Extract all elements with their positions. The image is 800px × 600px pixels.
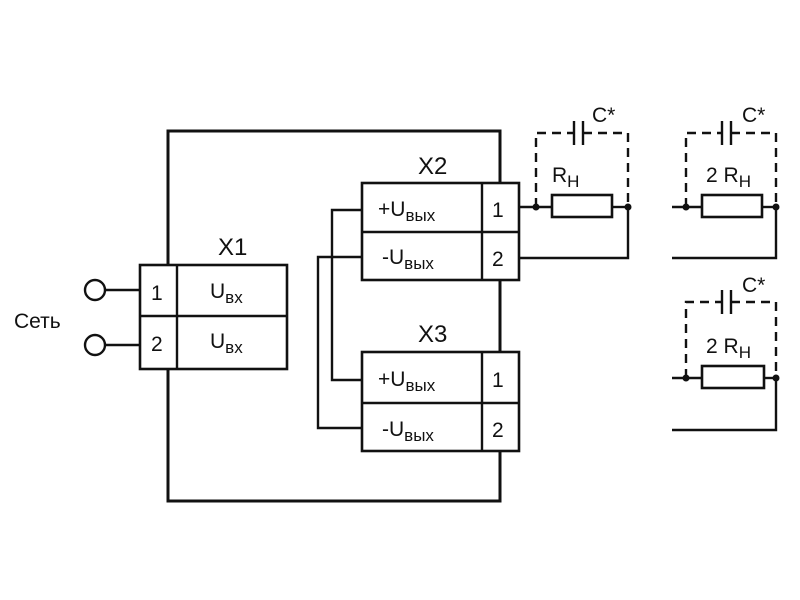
x1-title: X1 bbox=[218, 234, 247, 261]
mains-terminal-1 bbox=[83, 278, 107, 302]
load-2: C* 2 RН bbox=[672, 104, 780, 260]
capacitor-label: C* bbox=[742, 104, 765, 127]
x2-pin-2-number: 2 bbox=[492, 248, 504, 271]
x3-title: X3 bbox=[418, 321, 447, 348]
x2-title: X2 bbox=[418, 153, 447, 180]
x1-pin-2-number: 2 bbox=[151, 333, 163, 356]
x1-pin-1-label: Uвх bbox=[210, 280, 243, 307]
x1-pin-2-label: Uвх bbox=[210, 330, 243, 357]
x3-pin-1-number: 1 bbox=[492, 369, 504, 392]
capacitor-label: C* bbox=[742, 274, 765, 297]
connector-x2: X2 +Uвых -Uвых 1 2 bbox=[360, 153, 521, 282]
x3-pin-2-label: -Uвых bbox=[382, 418, 434, 445]
capacitor-label: C* bbox=[592, 104, 615, 127]
connector-x1: X1 1 2 Uвх Uвх bbox=[138, 234, 289, 371]
load-3: C* 2 RН bbox=[672, 274, 780, 432]
load-resistor bbox=[550, 193, 614, 219]
x3-pin-1-label: +Uвых bbox=[378, 368, 436, 395]
load-resistor bbox=[700, 193, 764, 219]
resistor-label: 2 RН bbox=[706, 335, 751, 362]
resistor-label: RН bbox=[552, 164, 579, 191]
mains-terminal-2 bbox=[83, 333, 107, 357]
x3-pin-2-number: 2 bbox=[492, 419, 504, 442]
mains-input: Сеть bbox=[14, 278, 140, 357]
connector-x3: X3 +Uвых -Uвых 1 2 bbox=[360, 321, 521, 453]
load-resistor bbox=[700, 364, 766, 390]
x3-block bbox=[360, 350, 521, 453]
x1-pin-1-number: 1 bbox=[151, 282, 163, 305]
network-label: Сеть bbox=[14, 310, 61, 333]
resistor-label: 2 RН bbox=[706, 164, 751, 191]
x2-pin-1-number: 1 bbox=[492, 199, 504, 222]
x2-pin-2-label: -Uвых bbox=[382, 246, 434, 273]
load-1: C* RН bbox=[519, 104, 632, 260]
internal-wiring bbox=[316, 208, 362, 430]
x2-pin-1-label: +Uвых bbox=[378, 198, 436, 225]
